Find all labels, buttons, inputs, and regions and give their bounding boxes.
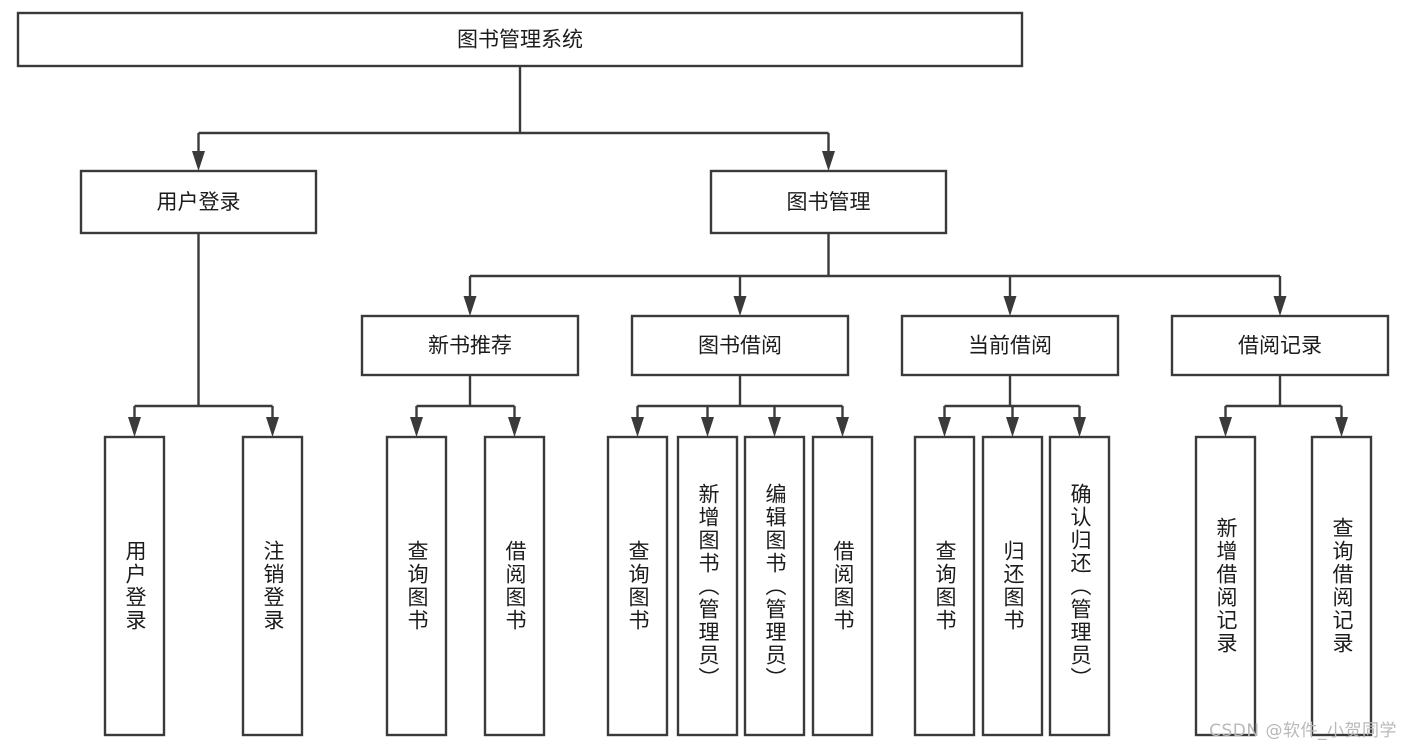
arrow-head-icon xyxy=(508,417,521,437)
arrow-head-icon xyxy=(410,417,423,437)
arrow-head-icon xyxy=(836,417,849,437)
node-box-leaf-edit-book[interactable] xyxy=(743,435,806,737)
arrow-head-icon xyxy=(701,417,714,437)
node-box-leaf-borrow-book-1[interactable] xyxy=(483,435,546,737)
node-box-user-login[interactable] xyxy=(79,169,318,235)
node-box-leaf-query-book-3[interactable] xyxy=(913,435,976,737)
connector-group-user-login xyxy=(128,233,279,437)
connector-group-current-borrow xyxy=(938,375,1086,437)
node-label-book-borrow: 图书借阅 xyxy=(698,334,782,358)
connector-group-book-borrow xyxy=(631,375,849,437)
watermark-text: CSDN @软件_小贺同学 xyxy=(1209,721,1397,741)
node-box-leaf-add-book[interactable] xyxy=(676,435,739,737)
arrow-head-icon xyxy=(1335,417,1348,437)
arrow-head-icon xyxy=(822,151,835,171)
node-box-current-borrow[interactable] xyxy=(900,314,1120,377)
arrow-head-icon xyxy=(463,296,477,316)
node-box-leaf-query-record[interactable] xyxy=(1310,435,1373,737)
node-box-leaf-query-book-1[interactable] xyxy=(385,435,448,737)
node-box-leaf-user-login[interactable] xyxy=(103,435,166,737)
arrow-head-icon xyxy=(266,417,279,437)
arrow-head-icon xyxy=(1273,296,1287,316)
node-box-book-manage[interactable] xyxy=(709,169,948,235)
arrow-head-icon xyxy=(1219,417,1232,437)
node-box-leaf-logout[interactable] xyxy=(241,435,304,737)
arrow-head-icon xyxy=(1003,296,1017,316)
node-label-borrow-record: 借阅记录 xyxy=(1238,334,1322,358)
node-label-current-borrow: 当前借阅 xyxy=(968,334,1052,358)
node-box-new-book-rec[interactable] xyxy=(360,314,580,377)
connectors-layer xyxy=(128,66,1348,437)
arrow-head-icon xyxy=(938,417,951,437)
node-box-leaf-query-book-2[interactable] xyxy=(606,435,669,737)
node-boxes-layer xyxy=(16,11,1390,737)
node-label-root: 图书管理系统 xyxy=(457,28,583,52)
arrow-head-icon xyxy=(192,151,205,171)
arrow-head-icon xyxy=(733,296,747,316)
arrow-head-icon xyxy=(1073,417,1086,437)
node-box-root[interactable] xyxy=(16,11,1024,68)
arrow-head-icon xyxy=(128,417,141,437)
node-box-leaf-add-record[interactable] xyxy=(1194,435,1257,737)
arrow-head-icon xyxy=(1006,417,1019,437)
arrow-head-icon xyxy=(631,417,644,437)
connector-group-book-manage xyxy=(463,233,1287,316)
node-box-borrow-record[interactable] xyxy=(1170,314,1390,377)
node-box-book-borrow[interactable] xyxy=(630,314,850,377)
node-box-leaf-confirm-return[interactable] xyxy=(1048,435,1111,737)
connector-group-root xyxy=(192,66,835,171)
node-label-new-book-rec: 新书推荐 xyxy=(428,334,512,358)
node-box-leaf-return-book[interactable] xyxy=(981,435,1044,737)
connector-group-new-book-rec xyxy=(410,375,521,437)
node-label-book-manage: 图书管理 xyxy=(787,190,871,214)
arrow-head-icon xyxy=(768,417,781,437)
node-label-user-login: 用户登录 xyxy=(157,190,241,214)
node-box-leaf-borrow-book-2[interactable] xyxy=(811,435,874,737)
connector-group-borrow-record xyxy=(1219,375,1348,437)
